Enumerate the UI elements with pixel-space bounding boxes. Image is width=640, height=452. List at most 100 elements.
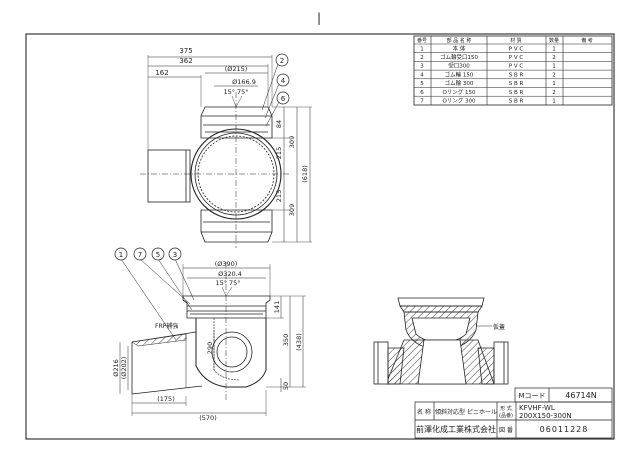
dim-angle-front: 15° 75° xyxy=(215,279,240,287)
front-view-body xyxy=(195,318,267,388)
table-cell-material: S B R xyxy=(509,90,524,96)
callout-3 xyxy=(168,247,182,261)
iso-view xyxy=(373,297,509,385)
table-cell-material: S B R xyxy=(509,72,524,78)
model-label-line1: 形 式 xyxy=(500,405,512,412)
table-cell-name: 本 体 xyxy=(453,44,466,52)
table-header-qty: 数量 xyxy=(549,37,559,44)
dim-202: (Ø202) xyxy=(120,357,128,380)
table-cell-material: P V C xyxy=(509,55,524,61)
table-cell-name: ゴム輪 300 xyxy=(445,79,474,87)
parts-table: 番号 部 品 名 称 材 質 数量 備 考 1 本 体 P V C 1 2 ゴム輪受口15… xyxy=(413,35,613,106)
dim-362: 362 xyxy=(179,57,192,65)
table-cell-no: 1 xyxy=(420,46,424,52)
table-cell-material: P V C xyxy=(509,64,524,70)
dim-438: (438) xyxy=(295,333,303,350)
dim-375: 375 xyxy=(179,47,192,55)
table-header-name: 部 品 名 称 xyxy=(447,37,472,44)
callout-3-label: 3 xyxy=(173,251,177,259)
front-view-frp-reinforcement xyxy=(131,333,187,347)
callout-4 xyxy=(276,73,290,87)
table-cell-qty: 1 xyxy=(552,46,556,52)
dim-215b: 215 xyxy=(275,190,283,202)
dim-141: 141 xyxy=(273,301,281,313)
callout-5 xyxy=(151,247,165,261)
dim-618: (618) xyxy=(301,165,309,182)
model-line1: KFVHF-WL xyxy=(519,404,555,412)
dim-162: 162 xyxy=(155,69,168,77)
top-view xyxy=(140,55,312,248)
callout-5-label: 5 xyxy=(156,251,160,259)
dim-215a: 215 xyxy=(275,147,283,159)
front-view-outlet-ring-inner xyxy=(216,336,248,368)
table-cell-qty: 2 xyxy=(552,55,556,61)
callout-4-label: 4 xyxy=(281,77,286,85)
callout-7-label: 7 xyxy=(138,251,142,259)
dim-309b: 309 xyxy=(288,204,296,216)
table-cell-no: 6 xyxy=(420,90,424,96)
table-cell-no: 4 xyxy=(420,72,424,78)
dim-216: Ø216 xyxy=(112,359,120,377)
table-header-material: 材 質 xyxy=(510,37,522,44)
table-cell-material: S B R xyxy=(509,99,524,105)
table-cell-qty: 1 xyxy=(552,81,556,87)
dim-320: Ø320.4 xyxy=(218,270,242,278)
dim-215p: (Ø215) xyxy=(225,65,248,73)
iso-view-label: 仮蓋 xyxy=(493,323,505,331)
model-line2: 200X150-300N xyxy=(519,412,572,420)
model-label-line2: (品番) xyxy=(499,412,513,419)
front-view-outlet-ring-outer xyxy=(211,331,253,373)
dim-309a: 309 xyxy=(288,136,296,148)
dim-570: (570) xyxy=(199,414,216,422)
table-cell-material: P V C xyxy=(509,46,524,52)
table-cell-no: 3 xyxy=(420,64,424,70)
table-cell-qty: 2 xyxy=(552,90,556,96)
table-cell-no: 5 xyxy=(420,81,424,87)
callout-6 xyxy=(276,91,290,105)
mcode-label: Mコード xyxy=(518,392,545,400)
dim-angle-top: 15° 75° xyxy=(223,88,248,96)
company-name: 前澤化成工業株式会社 xyxy=(416,424,496,434)
docno-value: 06011228 xyxy=(540,425,589,434)
top-view-side-inlet xyxy=(147,149,191,203)
callout-7 xyxy=(133,247,147,261)
table-cell-no: 7 xyxy=(420,99,424,105)
table-cell-no: 2 xyxy=(420,55,424,61)
title-block xyxy=(414,387,613,439)
sheet-border xyxy=(25,33,615,440)
callout-2 xyxy=(275,53,289,67)
dim-290: 290 xyxy=(206,342,214,354)
dim-50: 50 xyxy=(282,382,290,390)
callout-6-label: 6 xyxy=(281,95,286,103)
table-cell-name: Oリング 300 xyxy=(442,97,476,105)
front-view xyxy=(119,258,306,416)
front-view-top-socket xyxy=(182,295,271,319)
callout-1 xyxy=(114,247,128,261)
table-cell-name: 受口300 xyxy=(448,62,470,70)
table-cell-name: Oリング 150 xyxy=(442,88,476,96)
table-cell-name: ゴム輪受口150 xyxy=(440,53,478,61)
callout-2-label: 2 xyxy=(280,57,284,65)
sheet-top-mark: | xyxy=(317,11,321,25)
top-view-labels: 375 362 162 (Ø215) Ø166.9 15° 75° 84 215… xyxy=(155,47,309,216)
title-block-text: Mコード 46714N 名 称 傾斜対応型 ピニホール 形 式 (品番) KFV… xyxy=(416,391,597,434)
front-view-labels: (Ø390) Ø320.4 15° 75° 141 350 (438) 290 … xyxy=(112,247,303,422)
callout-1-label: 1 xyxy=(119,251,123,259)
frp-label: FRP補強 xyxy=(155,322,178,330)
dim-350: 350 xyxy=(282,334,290,346)
product-name: 傾斜対応型 ピニホール xyxy=(435,408,497,416)
table-cell-qty: 1 xyxy=(552,99,556,105)
table-header-remarks: 備 考 xyxy=(581,37,593,44)
dim-166: Ø166.9 xyxy=(232,78,256,86)
dim-84: 84 xyxy=(275,120,283,128)
table-cell-name: ゴム輪 150 xyxy=(445,70,474,78)
mcode-value: 46714N xyxy=(565,391,596,400)
table-header-no: 番号 xyxy=(417,37,427,44)
table-cell-material: S B R xyxy=(509,81,524,87)
name-label: 名 称 xyxy=(417,408,431,416)
docno-label: 図 番 xyxy=(499,427,513,434)
dim-390: (Ø390) xyxy=(215,260,238,268)
table-cell-qty: 1 xyxy=(552,64,556,70)
table-cell-qty: 2 xyxy=(552,72,556,78)
